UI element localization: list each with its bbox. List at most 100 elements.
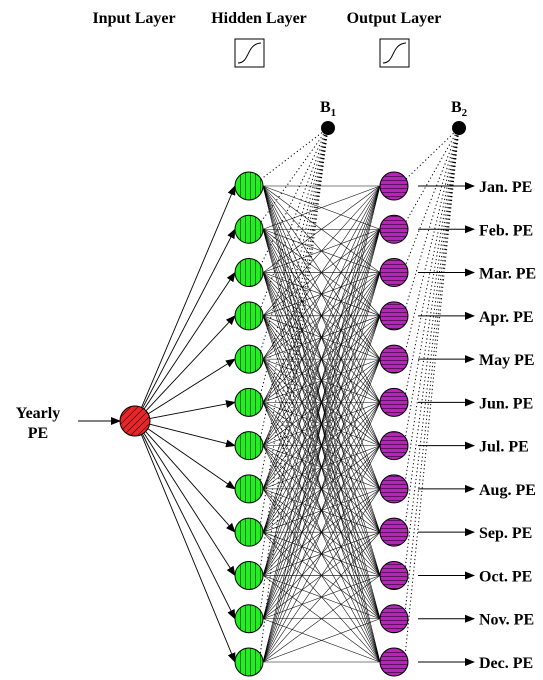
output-label-6: Jun. PE [479,395,533,412]
bias-b2-letter: B [451,99,462,116]
hidden-node-4 [234,301,264,331]
hidden-node-3 [234,258,264,288]
input-to-hidden-edge [141,228,236,410]
hidden-to-output-edge [262,185,381,230]
bias1-edge [259,127,329,397]
bias-b2-subscript: 2 [462,107,468,119]
hidden-to-output-edge [262,185,381,317]
input-label-line2: PE [28,425,48,442]
output-label-5: May PE [479,352,535,369]
hidden-to-output-edge [262,618,381,663]
output-label-12: Dec. PE [479,655,533,672]
hidden-to-output-edge [262,488,381,663]
input-to-hidden-edge [148,423,236,448]
hidden-node-2 [234,214,264,244]
input-to-hidden-edge [144,315,236,412]
input-to-hidden-edge [141,432,236,620]
bias2-edge [404,127,460,483]
output-node-8 [379,474,409,504]
output-node-10 [379,560,409,590]
bias-b1-subscript: 1 [331,107,337,119]
input-to-hidden-edge [143,271,236,411]
output-label-9: Sep. PE [479,525,532,542]
bias1-edge [259,127,329,310]
bias-b2-label: B2 [451,99,468,119]
hidden-to-output-edge [262,185,381,619]
input-to-hidden-edge [140,185,236,409]
hidden-to-output-edge [262,185,381,446]
bias2-edge [404,127,460,657]
output-node-5 [379,344,409,374]
bias1-edge [259,127,329,484]
output-label-1: Jan. PE [479,179,532,196]
input-layer-title: Input Layer [92,10,175,27]
output-node-12 [379,647,409,677]
output-label-11: Nov. PE [479,612,534,629]
hidden-node-12 [234,647,264,677]
bias1-edge [259,127,329,181]
input-to-hidden-edge [144,430,236,533]
output-layer-title: Output Layer [347,10,442,27]
hidden-to-output-edge [262,185,381,663]
hidden-node-5 [234,344,264,374]
bias-b1-letter: B [320,99,331,116]
bias2-edge [404,127,460,354]
hidden-to-output-edge [262,185,381,533]
hidden-node-11 [234,604,264,634]
bias2-edge [404,127,460,397]
bias1-edge [259,127,329,267]
hidden-layer-title: Hidden Layer [211,10,307,27]
bias1-edge [259,127,329,354]
hidden-to-output-edge [262,185,381,360]
hidden-to-output-edge [262,445,381,663]
network-nodes [119,121,466,677]
output-label-10: Oct. PE [479,568,532,585]
bias2-edge [404,127,460,224]
hidden-to-output-edge [262,358,381,663]
input-node [119,405,151,437]
hidden-to-output-edge [262,272,381,663]
output-label-8: Aug. PE [479,482,536,499]
output-node-4 [379,301,409,331]
bias2-edge [404,127,460,181]
input-to-hidden-edge [140,433,236,663]
hidden-to-output-edge [262,402,381,663]
hidden-node-10 [234,560,264,590]
hidden-to-output-edge [262,315,381,663]
hidden-to-output-edge [262,185,381,490]
bias-node-b1-icon [321,121,335,135]
output-node-3 [379,258,409,288]
bias1-edge [259,127,329,657]
input-to-hidden-edge [146,427,236,490]
output-node-2 [379,214,409,244]
bias2-edge [404,127,460,570]
output-label-7: Jul. PE [479,439,529,456]
hidden-node-8 [234,474,264,504]
output-node-1 [379,171,409,201]
input-label-line1: Yearly [16,405,60,422]
output-label-2: Feb. PE [479,222,533,239]
hidden-to-output-edge [262,575,381,663]
bias1-edge [259,127,329,224]
hidden-to-output-edge [262,185,381,576]
output-node-9 [379,517,409,547]
hidden-node-6 [234,387,264,417]
bias2-edge [404,127,460,613]
bias1-edge [259,127,329,527]
bias2-edge [404,127,460,527]
hidden-to-output-edge [262,185,381,273]
connection-lines [78,127,475,666]
output-node-7 [379,431,409,461]
bias-node-b2-icon [452,121,466,135]
input-to-hidden-edge [148,400,236,420]
output-node-6 [379,387,409,417]
output-activation-icon [379,38,410,68]
bias-b1-label: B1 [320,99,336,119]
input-to-hidden-edge [147,358,236,415]
output-node-11 [379,604,409,634]
hidden-to-output-edge [262,531,381,663]
svg-text:B1: B1 [320,99,336,119]
hidden-node-9 [234,517,264,547]
